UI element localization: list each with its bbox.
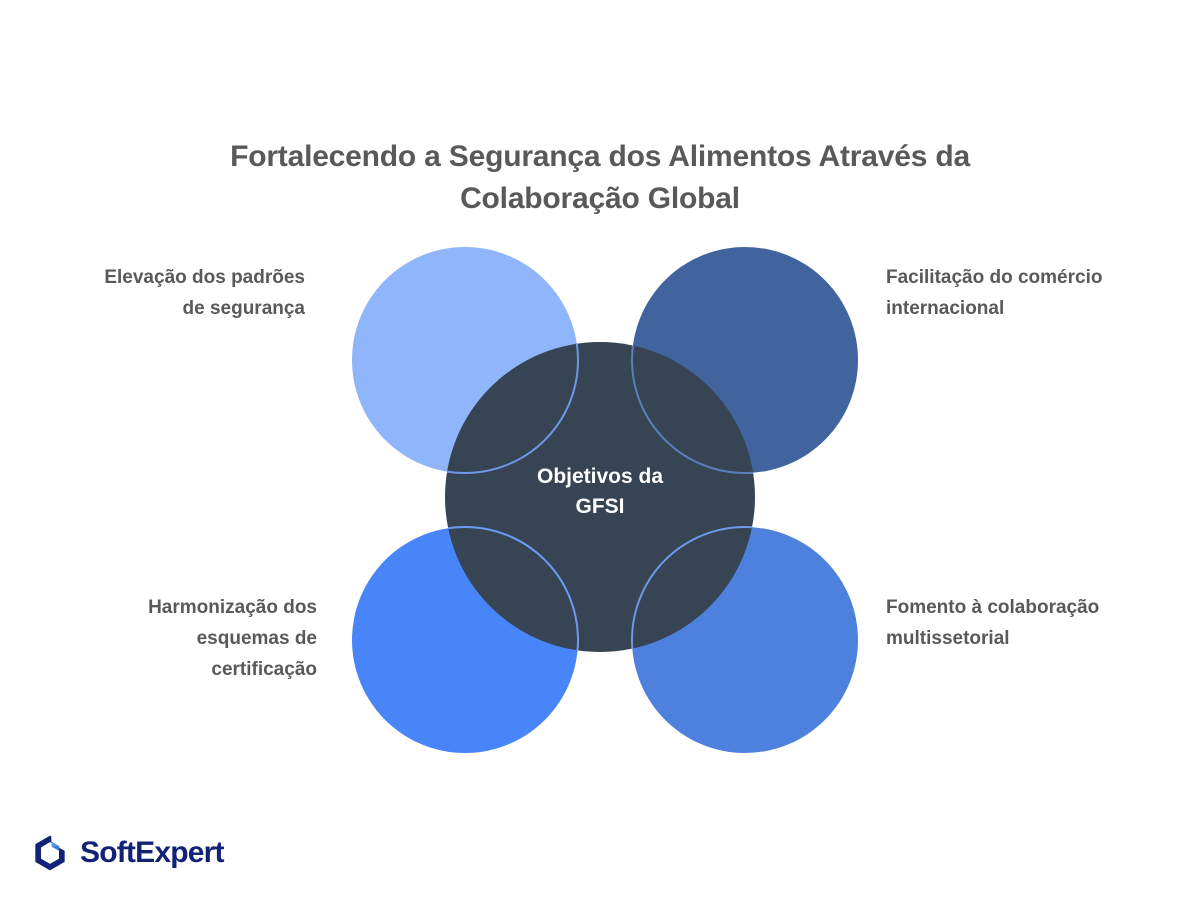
petal-label-top-left: Elevação dos padrões de segurança [104,267,305,319]
petal-outline-bottom-right [631,526,755,652]
petal-outlines-overlay [445,342,755,652]
softexpert-logo: SoftExpert [30,833,224,873]
softexpert-hexagon-icon [35,834,67,871]
softexpert-wordmark: SoftExpert [80,836,224,869]
core-circle[interactable] [445,342,755,652]
petal-label-bottom-left: Harmonização dos esquemas de certificaçã… [148,597,317,680]
page-title: Fortalecendo a Segurança dos Alimentos A… [230,140,970,215]
venn-diagram-svg [352,247,858,753]
petal-label-bottom-right: Fomento à colaboração multissetorial [886,597,1100,649]
petal-label-top-right: Facilitação do comércio internacional [886,267,1103,319]
petal-outline-bottom-left [445,526,579,652]
petal-outline-top-left [445,342,579,474]
petal-outline-top-right [631,342,755,474]
